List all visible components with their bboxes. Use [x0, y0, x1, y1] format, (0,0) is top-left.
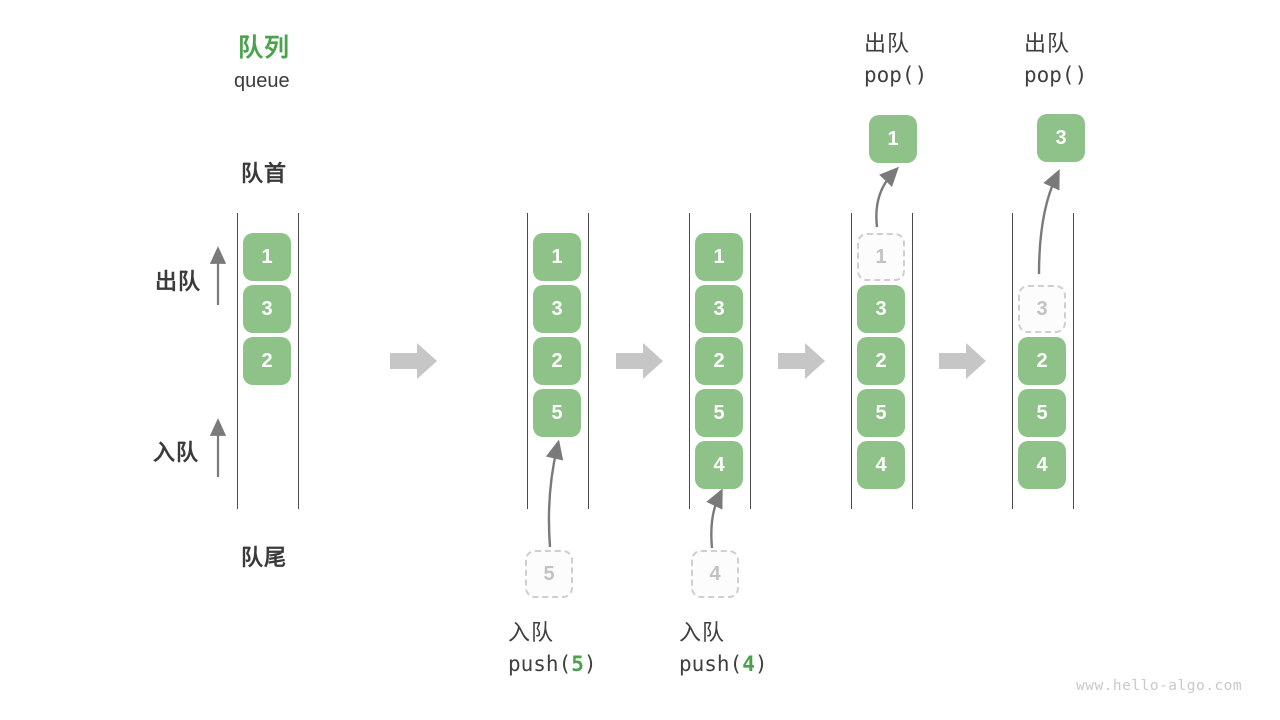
queue-cell: 3 [533, 285, 581, 333]
push-code-prefix: push( [508, 652, 572, 676]
diagram-subtitle: queue [234, 70, 290, 92]
pop-op-label-group: 出队 pop() [1024, 33, 1087, 86]
step-arrow-icon [390, 343, 437, 379]
queue-cell: 2 [533, 337, 581, 385]
push-op-label-group: 入队 push(4) [679, 622, 768, 675]
queue-cell: 5 [1018, 389, 1066, 437]
push-op-code: push(5) [508, 654, 597, 675]
diagram-title: 队列 [238, 34, 291, 62]
pop-op-label-group: 出队 pop() [864, 33, 927, 86]
queue-cell: 1 [695, 233, 743, 281]
queue-cell: 3 [857, 285, 905, 333]
push-code-prefix: push( [679, 652, 743, 676]
queue-cell: 5 [857, 389, 905, 437]
queue-cell: 4 [695, 441, 743, 489]
pop-op-code: pop() [1024, 63, 1088, 87]
label-enqueue-side: 入队 [153, 440, 200, 465]
step-arrow-icon [939, 343, 986, 379]
queue-cell: 1 [533, 233, 581, 281]
entry-value-box: 5 [525, 550, 573, 598]
step-arrow-icon [778, 343, 825, 379]
queue-cell: 2 [243, 337, 291, 385]
push-op-code: push(4) [679, 654, 768, 675]
popped-value-box: 1 [869, 115, 917, 163]
queue-cell: 2 [1018, 337, 1066, 385]
queue-cell: 2 [695, 337, 743, 385]
entry-value-box: 4 [691, 550, 739, 598]
queue-cell: 5 [533, 389, 581, 437]
push-op-label-cn: 入队 [679, 620, 726, 645]
queue-cell: 1 [243, 233, 291, 281]
label-queue-front: 队首 [241, 161, 288, 186]
pop-op-code: pop() [864, 63, 928, 87]
queue-cell: 3 [695, 285, 743, 333]
push-op-label-group: 入队 push(5) [508, 622, 597, 675]
queue-cell: 3 [243, 285, 291, 333]
label-queue-rear: 队尾 [241, 545, 288, 570]
queue-cell-dashed: 3 [1018, 285, 1066, 333]
queue-cell-dashed: 1 [857, 233, 905, 281]
label-dequeue-side: 出队 [155, 269, 202, 294]
queue-cell: 4 [857, 441, 905, 489]
pop-op-label-cn: 出队 [1024, 31, 1071, 56]
push-op-label-cn: 入队 [508, 620, 555, 645]
step-arrow-icon [616, 343, 663, 379]
push-code-arg: 4 [742, 652, 755, 676]
queue-cell: 5 [695, 389, 743, 437]
push-code-suffix: ) [583, 652, 597, 676]
push-code-suffix: ) [754, 652, 768, 676]
popped-value-box: 3 [1037, 114, 1085, 162]
watermark: www.hello-algo.com [1076, 678, 1243, 694]
pop-op-label-cn: 出队 [864, 31, 911, 56]
queue-cell: 4 [1018, 441, 1066, 489]
push-code-arg: 5 [571, 652, 584, 676]
queue-cell: 2 [857, 337, 905, 385]
